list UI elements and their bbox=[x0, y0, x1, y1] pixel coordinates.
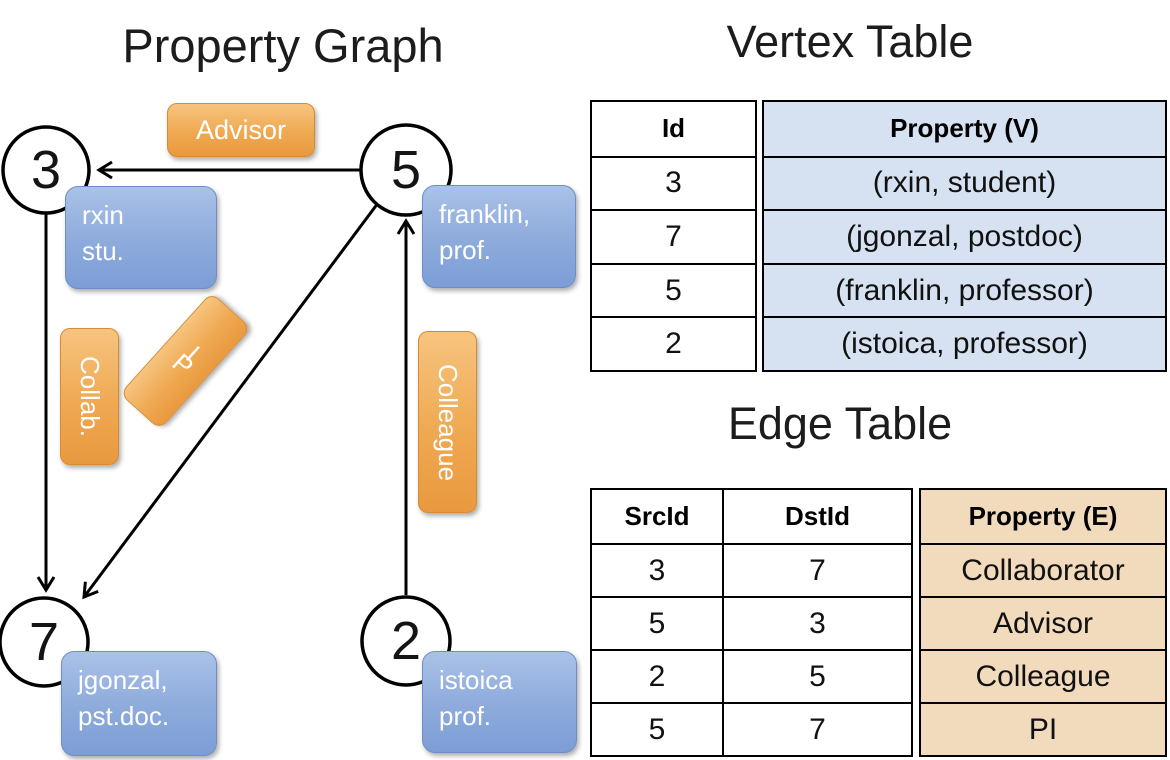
vertex-table-id-column: Id 3 7 5 2 bbox=[590, 100, 757, 372]
vertex-property-label-3: rxin stu. bbox=[65, 186, 217, 289]
table-cell: Colleague bbox=[921, 649, 1165, 702]
table-cell: (rxin, student) bbox=[764, 155, 1165, 210]
vertex-id-3: 3 bbox=[30, 140, 62, 200]
table-cell: 5 bbox=[592, 596, 722, 649]
vertex-id-2: 2 bbox=[390, 611, 422, 671]
vertex-id-5: 5 bbox=[390, 140, 422, 200]
vertex-property-line: istoica bbox=[439, 665, 513, 695]
vertex-property-line: prof. bbox=[439, 701, 492, 731]
edge-table: SrcId DstId 3 7 5 3 2 5 5 7 Property (E)… bbox=[590, 488, 1167, 757]
table-cell: 2 bbox=[592, 316, 755, 370]
vertex-property-label-2: istoica prof. bbox=[422, 651, 577, 753]
vertex-property-line: pst.doc. bbox=[78, 701, 170, 731]
vertex-property-line: prof. bbox=[439, 235, 492, 265]
vertex-table-property-column: Property (V) (rxin, student) (jgonzal, p… bbox=[762, 100, 1167, 372]
table-cell: 7 bbox=[722, 702, 911, 755]
vertex-table: Id 3 7 5 2 Property (V) (rxin, student) … bbox=[590, 100, 1167, 372]
table-cell: Collaborator bbox=[921, 543, 1165, 596]
vertex-table-header-id: Id bbox=[661, 113, 686, 144]
table-cell: (jgonzal, postdoc) bbox=[764, 209, 1165, 263]
edge-label-collaborator: Collab. bbox=[60, 328, 119, 465]
table-cell: Advisor bbox=[921, 596, 1165, 649]
property-graph-figure bbox=[0, 123, 453, 688]
vertex-property-line: stu. bbox=[82, 236, 124, 266]
edge-label-collaborator-text: Collab. bbox=[75, 356, 105, 437]
table-cell: 5 bbox=[722, 649, 911, 702]
vertex-property-label-5: franklin, prof. bbox=[422, 185, 576, 288]
table-cell: (istoica, professor) bbox=[764, 316, 1165, 370]
edge-5-to-7 bbox=[82, 202, 380, 600]
table-cell: 3 bbox=[592, 543, 722, 596]
vertex-property-line: jgonzal, bbox=[78, 665, 168, 695]
edge-table-property-column: Property (E) Collaborator Advisor Collea… bbox=[919, 488, 1167, 757]
table-cell: 3 bbox=[592, 155, 755, 210]
table-cell: 7 bbox=[592, 209, 755, 263]
vertex-property-line: rxin bbox=[82, 200, 124, 230]
table-cell: PI bbox=[921, 702, 1165, 755]
vertex-table-title: Vertex Table bbox=[726, 16, 974, 67]
edge-table-header-dstid: DstId bbox=[722, 490, 911, 543]
edge-table-header-srcid: SrcId bbox=[624, 501, 690, 531]
table-cell: 7 bbox=[722, 543, 911, 596]
vertex-table-header-property: Property (V) bbox=[890, 113, 1039, 144]
vertex-property-label-7: jgonzal, pst.doc. bbox=[61, 651, 217, 756]
edge-table-id-columns: SrcId DstId 3 7 5 3 2 5 5 7 bbox=[590, 488, 913, 757]
vertex-property-line: franklin, bbox=[439, 199, 531, 229]
table-cell: 2 bbox=[592, 649, 722, 702]
edge-table-header-property: Property (E) bbox=[968, 501, 1118, 531]
table-cell: 5 bbox=[592, 262, 755, 317]
edge-table-title: Edge Table bbox=[727, 398, 953, 449]
property-graph-title: Property Graph bbox=[122, 19, 444, 72]
table-cell: 5 bbox=[592, 702, 722, 755]
vertex-id-7: 7 bbox=[28, 612, 60, 672]
edge-label-colleague-text: Colleague bbox=[433, 363, 463, 481]
table-cell: 3 bbox=[722, 596, 911, 649]
edge-label-advisor: Advisor bbox=[167, 103, 315, 157]
edge-label-colleague: Colleague bbox=[418, 331, 477, 513]
table-cell: (franklin, professor) bbox=[764, 262, 1165, 317]
